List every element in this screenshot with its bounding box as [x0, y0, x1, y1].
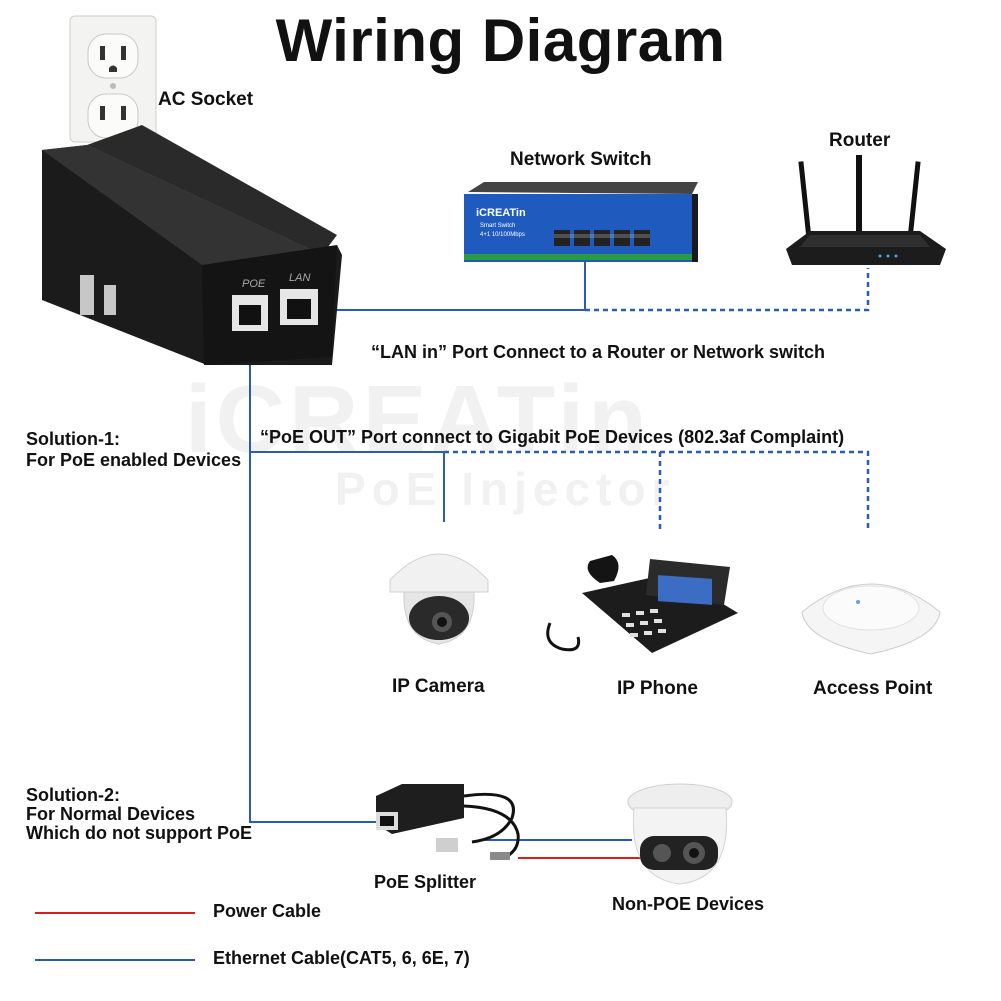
switch-brand: iCREATin [476, 207, 526, 219]
diagram-title: Wiring Diagram [275, 7, 726, 74]
ip-phone-image [542, 553, 742, 668]
poe-cable-dashed [444, 450, 870, 530]
solution1-desc: For PoE enabled Devices [26, 450, 242, 470]
injector-port-lan-label: LAN [289, 272, 310, 284]
ip-camera-image [384, 540, 494, 655]
lan-cable-dashed-router [585, 268, 870, 312]
non-poe-camera-image [620, 778, 740, 893]
poe-cable-ip-camera [250, 451, 445, 522]
label-non-poe-devices: Non-POE Devices [612, 894, 765, 914]
poe-out-trunk [249, 318, 378, 823]
switch-model-line2: 4+1 10/100Mbps [480, 232, 525, 238]
solution2-line1: For Normal Devices [26, 804, 196, 824]
label-access-point: Access Point [813, 678, 933, 699]
access-point-image [796, 562, 946, 663]
solution2-line2: Which do not support PoE [26, 823, 252, 843]
injector-port-poe-label: POE [242, 278, 266, 290]
network-switch-image: iCREATin Smart Switch 4+1 10/100Mbps [460, 182, 700, 271]
label-ac-socket: AC Socket [158, 89, 254, 110]
router-image [780, 153, 950, 276]
solution1-title: Solution-1: [26, 429, 120, 449]
label-ip-camera: IP Camera [392, 676, 485, 697]
note-poe-out: “PoE OUT” Port connect to Gigabit PoE De… [260, 427, 845, 447]
switch-model-line1: Smart Switch [480, 223, 515, 229]
poe-injector-image: POE LAN [32, 125, 352, 380]
poe-splitter-image [372, 778, 532, 873]
legend-label-ethernet: Ethernet Cable(CAT5, 6, 6E, 7) [213, 948, 470, 968]
watermark-brand: iCREATin [185, 366, 651, 473]
label-router: Router [829, 130, 891, 151]
label-network-switch: Network Switch [510, 149, 652, 170]
legend-swatch-power [35, 912, 195, 914]
watermark-subtitle: PoE Injector [335, 463, 676, 515]
label-poe-splitter: PoE Splitter [374, 872, 477, 892]
label-ip-phone: IP Phone [617, 678, 698, 699]
legend-label-power: Power Cable [213, 901, 322, 921]
ac-outlet-image [68, 14, 158, 149]
solution2-title: Solution-2: [26, 785, 120, 805]
note-lan-in: “LAN in” Port Connect to a Router or Net… [371, 342, 826, 362]
legend-swatch-ethernet [35, 959, 195, 961]
